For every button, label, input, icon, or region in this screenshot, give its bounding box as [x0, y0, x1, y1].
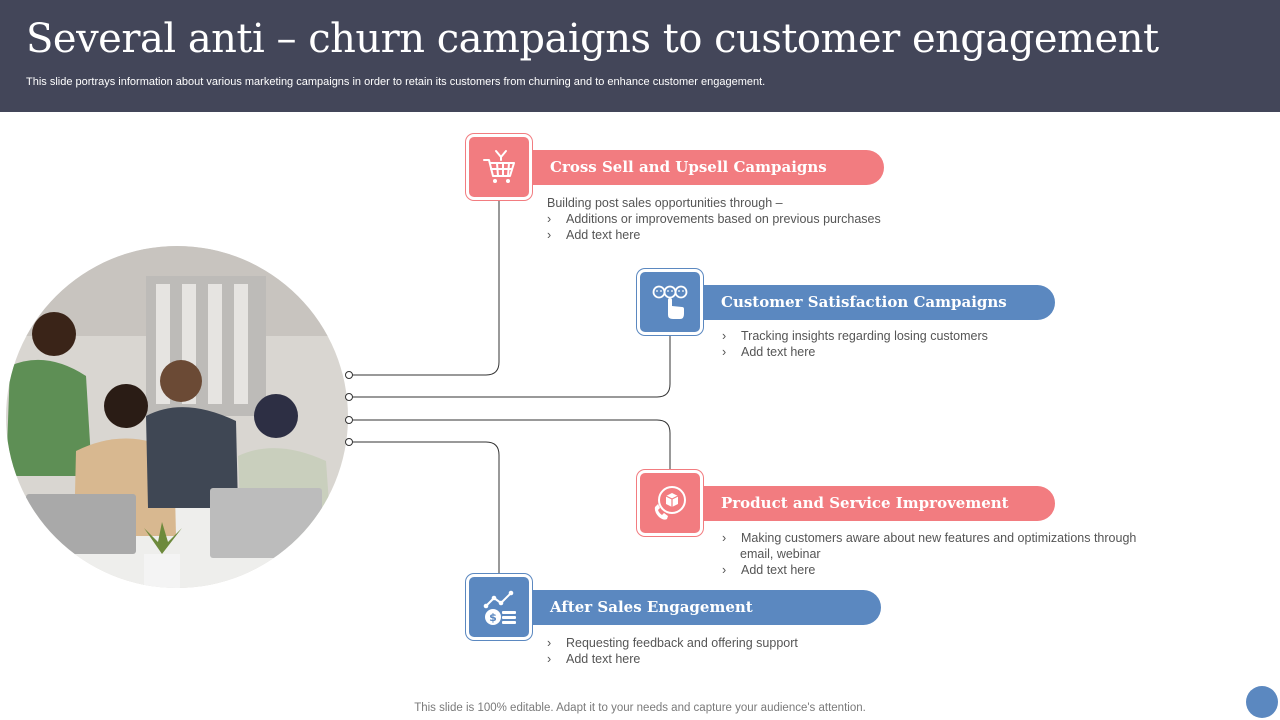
connector-node — [345, 371, 353, 379]
campaign-title: After Sales Engagement — [550, 598, 753, 616]
campaign-bullet: ›Making customers aware about new featur… — [722, 531, 1137, 545]
campaign-title: Product and Service Improvement — [721, 494, 1009, 512]
campaign-bullet: ›Tracking insights regarding losing cust… — [722, 329, 988, 343]
connector-node — [345, 416, 353, 424]
campaign-bullet: ›Add text here — [722, 345, 816, 359]
campaign-description: ›Requesting feedback and offering suppor… — [547, 635, 798, 667]
campaign-icon-box — [637, 269, 703, 335]
campaign-title-pill: Customer Satisfaction Campaigns — [701, 285, 1055, 320]
campaign-title: Customer Satisfaction Campaigns — [721, 293, 1007, 311]
page-title: Several anti – churn campaigns to custom… — [26, 16, 1159, 62]
growth-chart-money-icon: $ — [483, 590, 516, 625]
connector-node — [345, 438, 353, 446]
page-subtitle: This slide portrays information about va… — [26, 76, 766, 88]
team-photo — [6, 246, 348, 588]
connector-node — [345, 393, 353, 401]
satisfaction-rating-icon — [652, 285, 688, 319]
campaign-title-pill: Cross Sell and Upsell Campaigns — [530, 150, 884, 185]
campaign-description: Building post sales opportunities throug… — [547, 195, 881, 243]
campaign-title-pill: After Sales Engagement — [530, 590, 881, 625]
campaign-intro: Building post sales opportunities throug… — [547, 196, 783, 210]
corner-decoration — [1246, 686, 1278, 718]
campaign-bullet: ›Add text here — [547, 228, 641, 242]
header-bar: Several anti – churn campaigns to custom… — [0, 0, 1280, 112]
campaign-title-pill: Product and Service Improvement — [701, 486, 1055, 521]
svg-text:$: $ — [489, 611, 497, 624]
campaign-bullet-continuation: email, webinar — [740, 547, 821, 561]
campaign-title: Cross Sell and Upsell Campaigns — [550, 158, 827, 176]
campaign-icon-box — [637, 470, 703, 536]
customer-support-icon — [654, 486, 686, 520]
footer-note: This slide is 100% editable. Adapt it to… — [414, 702, 866, 714]
campaign-bullet: ›Add text here — [547, 652, 641, 666]
campaign-icon-box — [466, 134, 532, 200]
shopping-cart-icon — [483, 150, 515, 183]
campaign-description: ›Tracking insights regarding losing cust… — [722, 328, 988, 360]
campaign-description: ›Making customers aware about new featur… — [722, 530, 1136, 578]
campaign-icon-box: $ — [466, 574, 532, 640]
campaign-bullet: ›Add text here — [722, 563, 816, 577]
campaign-bullet: ›Additions or improvements based on prev… — [547, 212, 881, 226]
campaign-bullet: ›Requesting feedback and offering suppor… — [547, 636, 798, 650]
